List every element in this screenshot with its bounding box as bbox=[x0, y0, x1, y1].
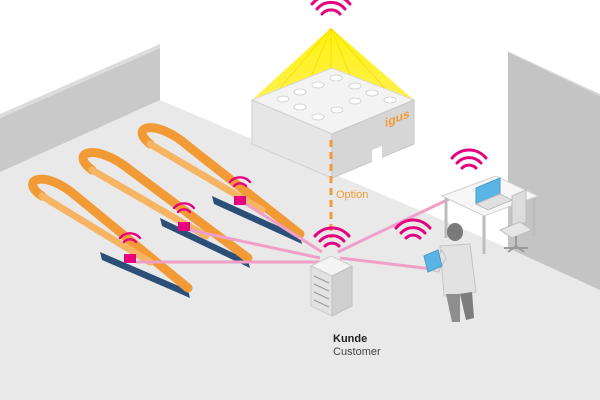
room bbox=[0, 44, 600, 400]
floor bbox=[0, 100, 600, 400]
chain-rail bbox=[100, 252, 190, 298]
energy-chain-2 bbox=[78, 148, 253, 268]
building-right-face bbox=[331, 99, 415, 179]
wifi-icon bbox=[228, 176, 252, 188]
right-wall-top bbox=[505, 50, 600, 96]
chain-rail bbox=[212, 196, 302, 244]
office-chair-icon bbox=[498, 189, 534, 253]
left-wall-top bbox=[0, 44, 160, 118]
person-icon bbox=[429, 223, 477, 322]
tablet-icon bbox=[423, 249, 443, 273]
building-door bbox=[372, 146, 382, 166]
customer-label: Customer bbox=[333, 346, 381, 358]
wifi-icon bbox=[450, 148, 488, 170]
server-icon bbox=[309, 255, 354, 317]
wifi-icon bbox=[313, 226, 351, 248]
energy-chain-1 bbox=[28, 174, 193, 298]
wifi-icon bbox=[310, 0, 352, 16]
wifi-icon bbox=[172, 202, 196, 214]
wifi-icon bbox=[118, 232, 142, 244]
wifi-icon bbox=[394, 218, 432, 240]
kunde-label: Kunde bbox=[333, 333, 368, 345]
igus-datacenter bbox=[250, 27, 416, 238]
energy-chain-3 bbox=[137, 123, 305, 244]
roof-vents bbox=[276, 74, 397, 121]
option-label: Option bbox=[336, 189, 369, 201]
energy-chains bbox=[28, 123, 305, 298]
